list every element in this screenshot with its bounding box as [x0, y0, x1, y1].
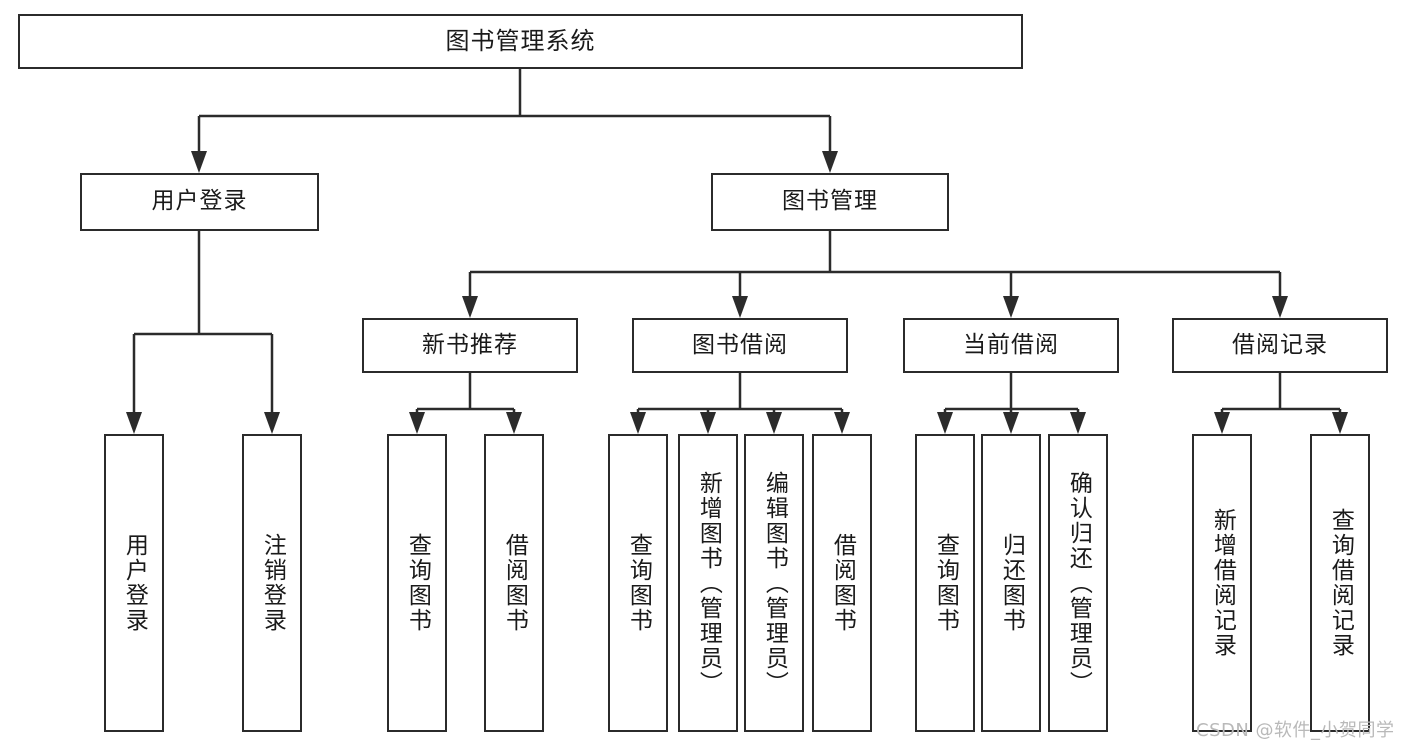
node-new-book-recommend[interactable]: 新书推荐	[362, 318, 578, 373]
node-user-login-label: 用户登录	[151, 188, 248, 215]
leaf-query-book-borrow[interactable]: 查询图书	[608, 434, 668, 732]
node-book-borrow[interactable]: 图书借阅	[632, 318, 848, 373]
leaf-add-borrow-record-label: 新增借阅记录	[1209, 508, 1236, 658]
node-book-manage[interactable]: 图书管理	[711, 173, 949, 231]
leaf-add-borrow-record[interactable]: 新增借阅记录	[1192, 434, 1252, 732]
node-current-borrow[interactable]: 当前借阅	[903, 318, 1119, 373]
leaf-borrow-book-recommend-label: 借阅图书	[501, 533, 528, 633]
node-new-book-recommend-label: 新书推荐	[422, 331, 518, 358]
leaf-query-borrow-record-label: 查询借阅记录	[1327, 508, 1354, 658]
node-root-label: 图书管理系统	[445, 27, 596, 56]
node-book-manage-label: 图书管理	[782, 188, 878, 215]
leaf-add-book[interactable]: 新增图书（管理员）	[678, 434, 738, 732]
leaf-edit-book-label: 编辑图书（管理员）	[761, 470, 788, 696]
node-current-borrow-label: 当前借阅	[963, 331, 1059, 358]
node-root[interactable]: 图书管理系统	[18, 14, 1023, 69]
leaf-return-book-label: 归还图书	[998, 533, 1025, 633]
leaf-user-login[interactable]: 用户登录	[104, 434, 164, 732]
leaf-user-login-label: 用户登录	[121, 533, 148, 633]
watermark-text: CSDN @软件_小贺同学	[1196, 720, 1395, 741]
leaf-add-book-label: 新增图书（管理员）	[695, 470, 722, 696]
leaf-query-book-current[interactable]: 查询图书	[915, 434, 975, 732]
node-book-borrow-label: 图书借阅	[692, 331, 788, 358]
leaf-query-book-recommend-label: 查询图书	[404, 533, 431, 633]
node-borrow-record[interactable]: 借阅记录	[1172, 318, 1388, 373]
leaf-query-borrow-record[interactable]: 查询借阅记录	[1310, 434, 1370, 732]
leaf-confirm-return-label: 确认归还（管理员）	[1065, 470, 1092, 696]
leaf-borrow-book-recommend[interactable]: 借阅图书	[484, 434, 544, 732]
leaf-borrow-book[interactable]: 借阅图书	[812, 434, 872, 732]
leaf-borrow-book-label: 借阅图书	[829, 533, 856, 633]
leaf-logout[interactable]: 注销登录	[242, 434, 302, 732]
leaf-query-book-recommend[interactable]: 查询图书	[387, 434, 447, 732]
leaf-edit-book[interactable]: 编辑图书（管理员）	[744, 434, 804, 732]
leaf-query-book-borrow-label: 查询图书	[625, 533, 652, 633]
node-borrow-record-label: 借阅记录	[1232, 331, 1328, 358]
leaf-confirm-return[interactable]: 确认归还（管理员）	[1048, 434, 1108, 732]
node-user-login[interactable]: 用户登录	[80, 173, 319, 231]
leaf-return-book[interactable]: 归还图书	[981, 434, 1041, 732]
leaf-logout-label: 注销登录	[259, 533, 286, 633]
leaf-query-book-current-label: 查询图书	[932, 533, 959, 633]
